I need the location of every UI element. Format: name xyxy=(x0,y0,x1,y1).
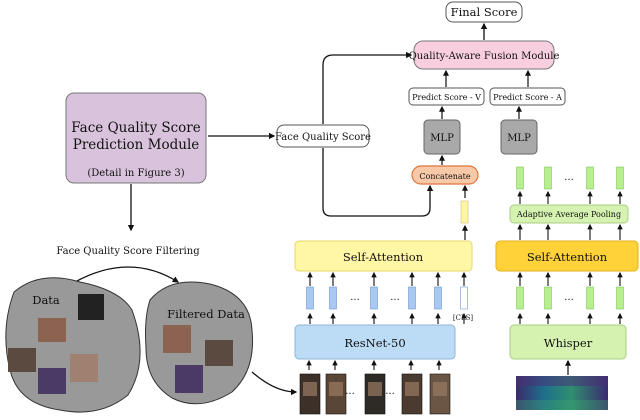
visual-token xyxy=(306,286,314,310)
visual-token xyxy=(329,286,337,310)
data-label: Data xyxy=(32,293,60,307)
filtering-label: Face Quality Score Filtering xyxy=(56,246,200,257)
frame-ellipsis: ... xyxy=(345,386,355,397)
audio-token xyxy=(616,286,624,310)
pooled-audio-token xyxy=(544,166,552,190)
audio-self-attention: Self-Attention xyxy=(495,240,639,272)
fqs-module-line2: Prediction Module xyxy=(73,137,200,153)
audio-token xyxy=(516,286,524,310)
mlp-audio: MLP xyxy=(500,119,538,155)
audio-token xyxy=(586,286,594,310)
data-blob: Data xyxy=(5,277,141,413)
filtered-face-3 xyxy=(175,365,203,393)
visual-self-attention: Self-Attention xyxy=(294,240,473,272)
fqs-module-detail: (Detail in Figure 3) xyxy=(87,168,184,179)
mlp-visual-label: MLP xyxy=(430,133,454,144)
predict-score-a-label: Predict Score - A xyxy=(493,93,562,102)
mlp-visual: MLP xyxy=(423,119,461,155)
face-thumb-3 xyxy=(8,348,36,372)
audio-token-rows: ...... xyxy=(516,166,624,324)
mlp-audio-label: MLP xyxy=(507,133,531,144)
filtered-data-label: Filtered Data xyxy=(167,307,245,321)
arrow-filtered-to-frames xyxy=(251,371,298,396)
audio-spectrogram xyxy=(516,376,608,410)
predict-score-v-label: Predict Score - V xyxy=(412,93,481,102)
fqs-prediction-module: Face Quality Score Prediction Module (De… xyxy=(65,92,207,184)
final-score-label: Final Score xyxy=(451,5,518,19)
final-score-node: Final Score xyxy=(445,1,523,23)
audio-token xyxy=(544,286,552,310)
visual-token xyxy=(408,286,416,310)
resnet-label: ResNet-50 xyxy=(344,336,405,350)
whisper-label: Whisper xyxy=(544,336,593,350)
adaptive-pooling: Adaptive Average Pooling xyxy=(509,204,629,224)
visual-token-row: ...... xyxy=(306,271,468,324)
video-frame-face xyxy=(405,382,419,396)
face-thumb-4 xyxy=(70,354,98,382)
pooled-audio-token xyxy=(516,166,524,190)
concatenate-node: Concatenate xyxy=(411,165,479,185)
frame-ellipsis: ... xyxy=(385,386,395,397)
whisper-block: Whisper xyxy=(509,324,627,360)
fusion-module-label: Quality-Aware Fusion Module xyxy=(409,51,560,62)
video-frame-face xyxy=(329,382,343,396)
predict-score-a: Predict Score - A xyxy=(489,87,566,106)
face-thumb-5 xyxy=(38,368,66,394)
concatenate-label: Concatenate xyxy=(419,172,470,181)
cls-token xyxy=(460,286,468,310)
fqs-module-line1: Face Quality Score xyxy=(71,120,201,136)
predict-score-v: Predict Score - V xyxy=(408,87,485,106)
filtered-data-blob: Filtered Data xyxy=(145,281,254,405)
face-thumb-2 xyxy=(78,294,104,320)
token-ellipsis: ... xyxy=(390,292,400,303)
adaptive-pooling-label: Adaptive Average Pooling xyxy=(516,210,621,219)
video-frame-face xyxy=(368,382,382,396)
arrow-data-to-filtered xyxy=(74,266,180,283)
cls-label: [CLS] xyxy=(453,314,474,322)
pooled-audio-token xyxy=(586,166,594,190)
audio-self-attention-label: Self-Attention xyxy=(527,250,608,264)
face-quality-score-label: Face Quality Score xyxy=(275,132,371,143)
face-thumb-1 xyxy=(38,318,66,342)
arrow-fqs-to-fusion xyxy=(322,51,413,124)
arrow-fqs-to-concat xyxy=(322,148,434,217)
visual-token xyxy=(434,286,442,310)
pooled-token-ellipsis: ... xyxy=(564,172,574,183)
video-frame-face xyxy=(303,382,317,396)
audio-token-ellipsis: ... xyxy=(564,292,574,303)
pooled-audio-token xyxy=(616,166,624,190)
fusion-module: Quality-Aware Fusion Module xyxy=(409,40,560,70)
filtered-face-2 xyxy=(205,340,233,366)
resnet-block: ResNet-50 xyxy=(294,324,456,360)
token-ellipsis: ... xyxy=(350,292,360,303)
face-quality-score-node: Face Quality Score xyxy=(275,124,371,148)
cls-output-token xyxy=(460,200,469,224)
video-frame-row: ...... xyxy=(299,359,451,415)
visual-self-attention-label: Self-Attention xyxy=(343,250,424,264)
video-frame-face xyxy=(433,382,447,396)
filtered-face-1 xyxy=(163,325,191,353)
visual-token xyxy=(370,286,378,310)
